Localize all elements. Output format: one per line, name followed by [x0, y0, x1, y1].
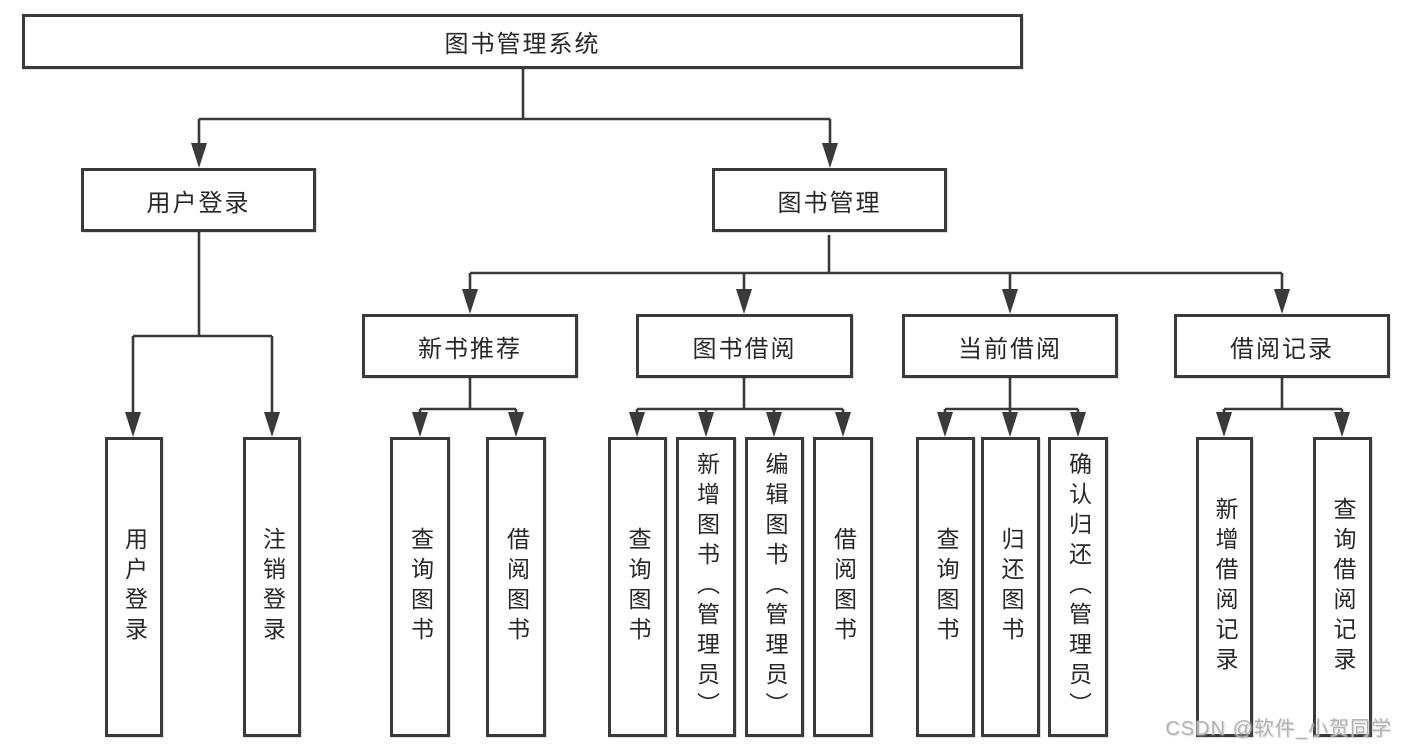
leaf-bb-borrow-books: 借阅图书: [813, 437, 873, 737]
node-user-login: 用户登录: [81, 168, 316, 232]
arrowhead-down-icon: [698, 412, 714, 437]
arrowhead-down-icon: [822, 143, 838, 168]
leaf-br-add-record: 新增借阅记录: [1196, 437, 1253, 737]
arrowhead-down-icon: [125, 412, 141, 437]
leaf-logout: 注销登录: [243, 437, 301, 737]
arrowhead-down-icon: [508, 412, 524, 437]
arrowhead-down-icon: [1070, 412, 1086, 437]
arrowhead-down-icon: [1216, 412, 1232, 437]
leaf-user-login: 用户登录: [105, 437, 163, 737]
arrowhead-down-icon: [766, 412, 782, 437]
leaf-bb-edit-books-admin: 编辑图书（管理员）: [745, 437, 804, 737]
arrowhead-down-icon: [191, 143, 207, 168]
leaf-bb-query-books: 查询图书: [608, 437, 667, 737]
leaf-nb-query-books: 查询图书: [390, 437, 450, 737]
leaf-nb-borrow-books: 借阅图书: [486, 437, 546, 737]
arrowhead-down-icon: [1002, 412, 1018, 437]
node-new-book-recommend: 新书推荐: [362, 314, 578, 378]
node-book-borrowing: 图书借阅: [636, 314, 853, 378]
leaf-cb-query-books: 查询图书: [916, 437, 975, 737]
node-borrowing-records: 借阅记录: [1174, 314, 1390, 378]
node-book-management: 图书管理: [712, 168, 947, 232]
arrowhead-down-icon: [835, 412, 851, 437]
leaf-cb-confirm-return-admin: 确认归还（管理员）: [1048, 437, 1108, 737]
arrowhead-down-icon: [937, 412, 953, 437]
arrowhead-down-icon: [736, 289, 752, 314]
node-current-borrowing: 当前借阅: [902, 314, 1118, 378]
arrowhead-down-icon: [1334, 412, 1350, 437]
leaf-br-query-record: 查询借阅记录: [1313, 437, 1372, 737]
arrowhead-down-icon: [462, 289, 478, 314]
arrowhead-down-icon: [412, 412, 428, 437]
leaf-bb-add-books-admin: 新增图书（管理员）: [676, 437, 736, 737]
arrowhead-down-icon: [629, 412, 645, 437]
leaf-cb-return-books: 归还图书: [981, 437, 1040, 737]
watermark: CSDN @软件_小贺同学: [1165, 718, 1392, 740]
node-system-root: 图书管理系统: [22, 14, 1023, 69]
arrowhead-down-icon: [1274, 289, 1290, 314]
arrowhead-down-icon: [264, 412, 280, 437]
arrowhead-down-icon: [1002, 289, 1018, 314]
